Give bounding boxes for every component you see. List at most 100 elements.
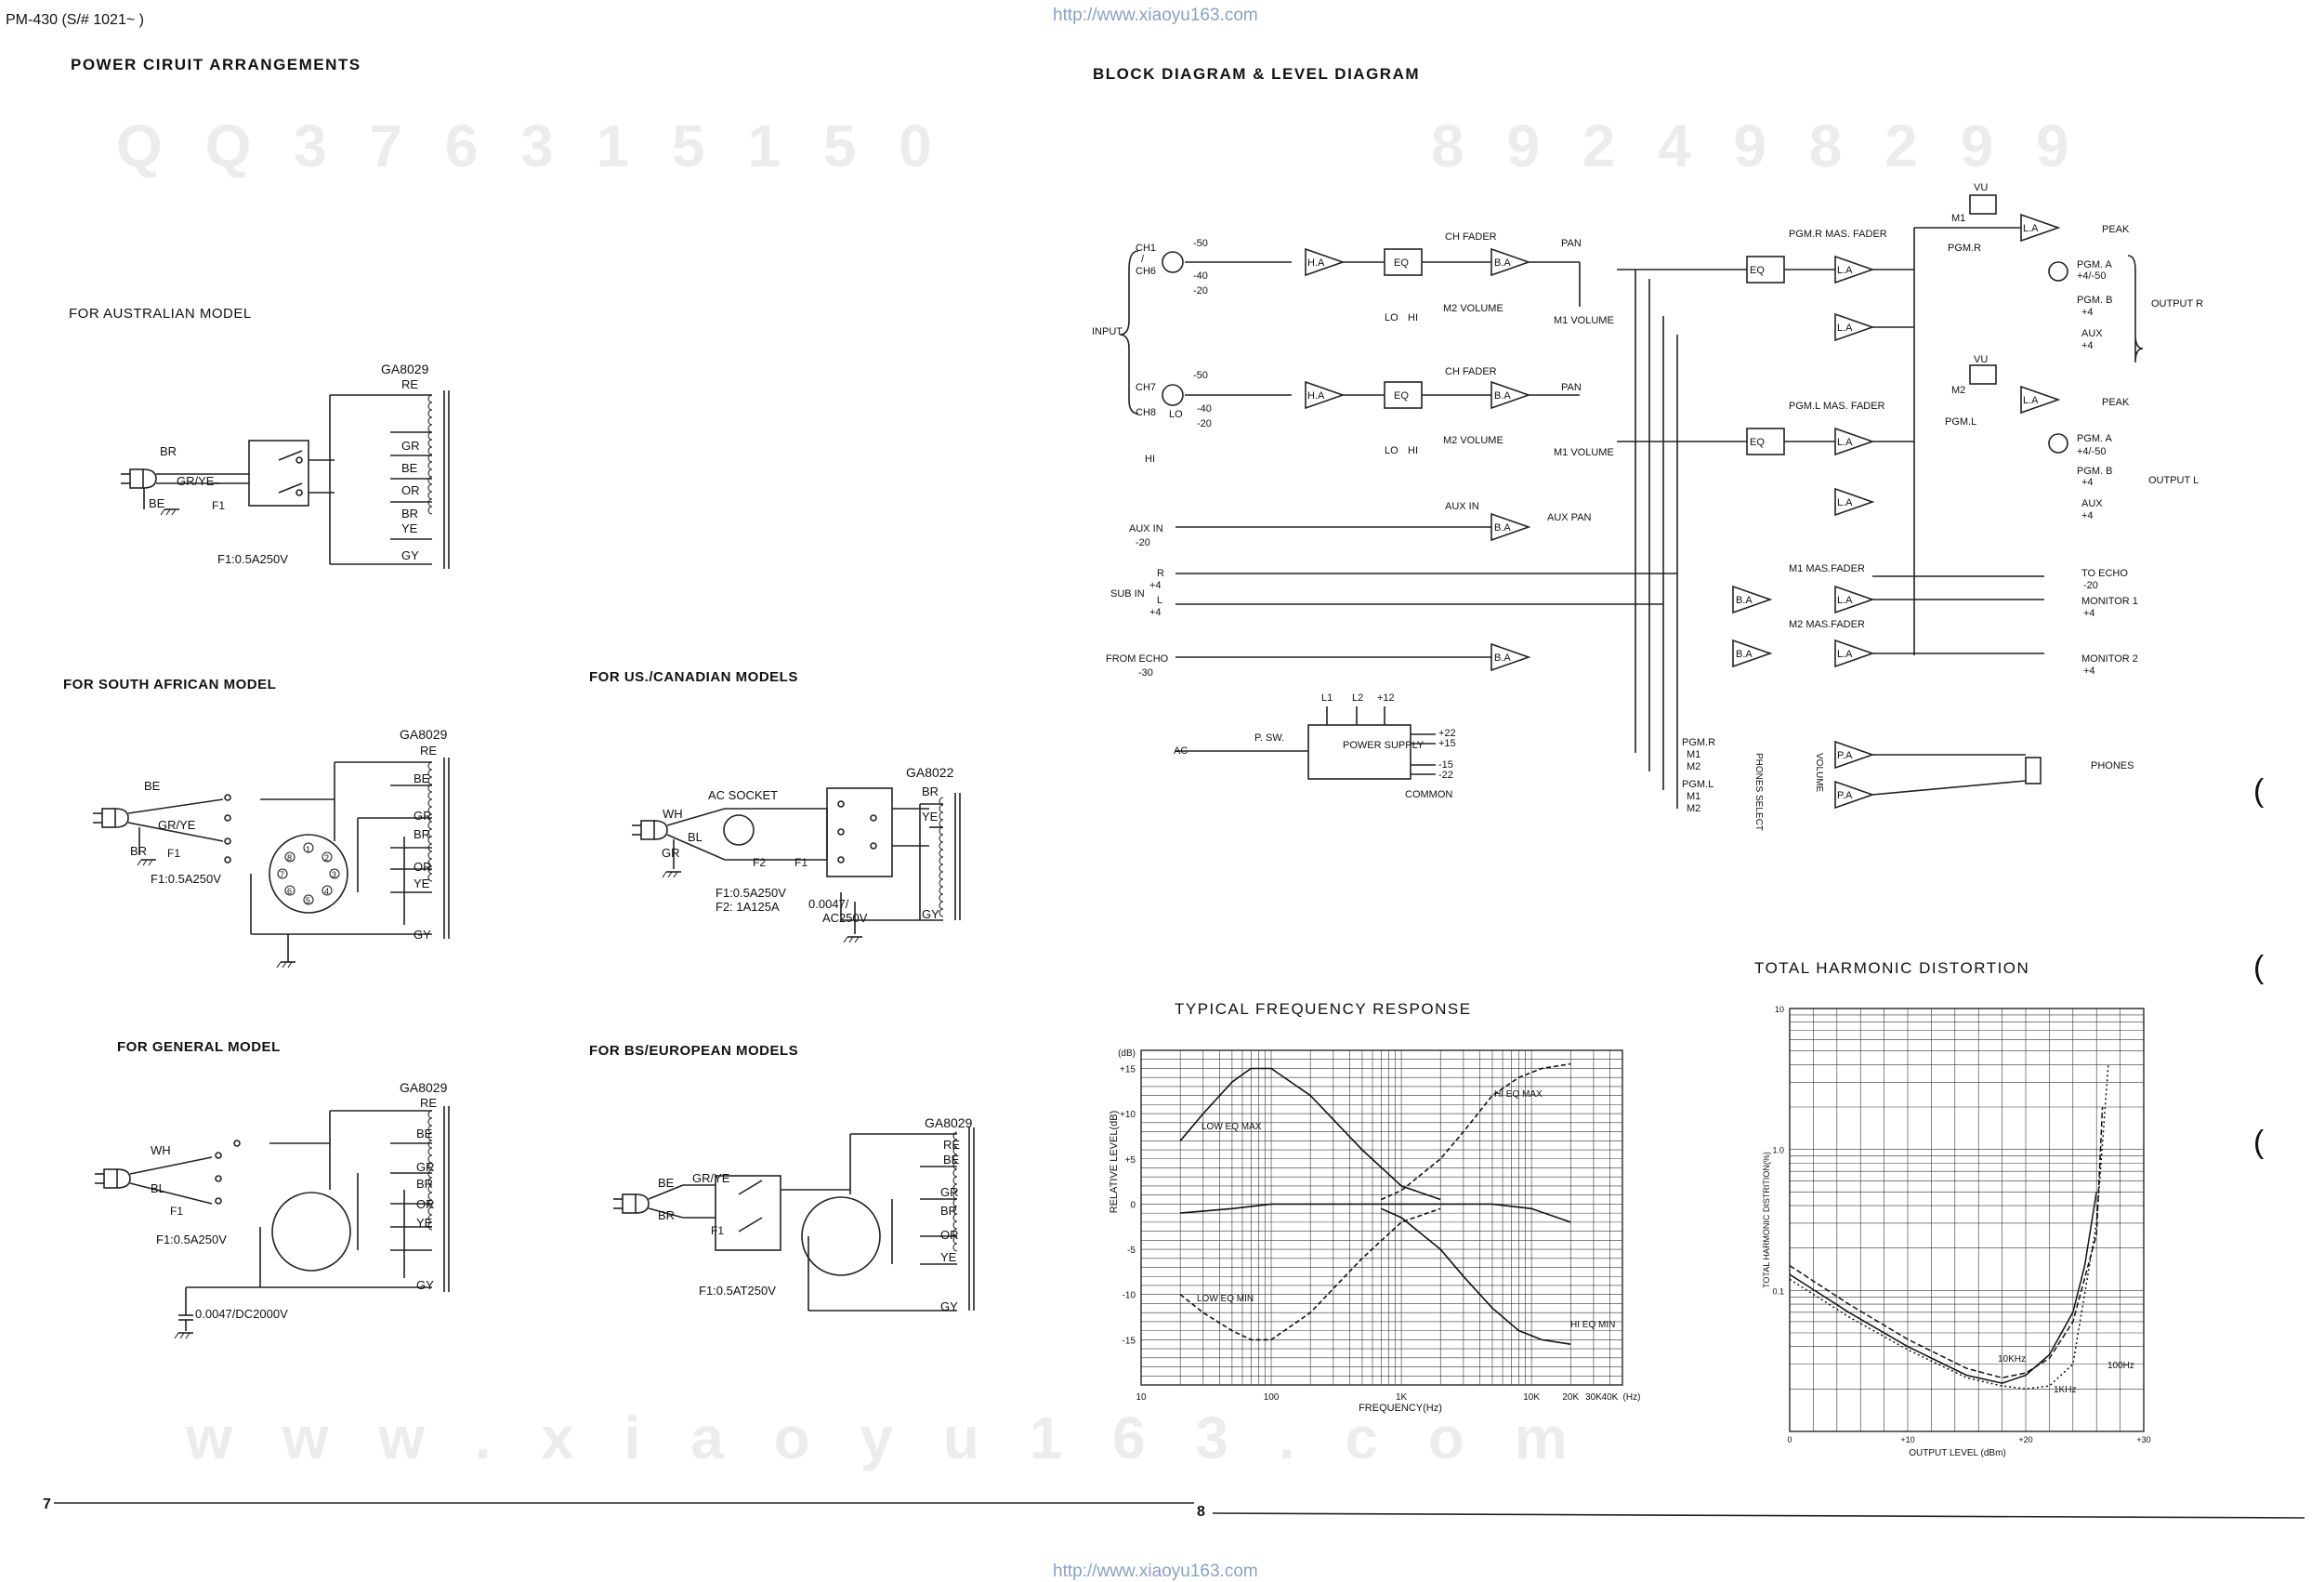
- monitor2-lvl: +4: [2083, 666, 2095, 677]
- bs-tap-br: BR: [940, 1204, 957, 1218]
- la-r2: L.A: [1837, 323, 1853, 334]
- sa-tap-ye: YE: [414, 877, 430, 890]
- to-echo-label: TO ECHO: [2081, 568, 2128, 579]
- thd-title: TOTAL HARMONIC DISTORTION: [1754, 959, 2030, 977]
- aus-fuse-label: F1: [212, 499, 225, 512]
- ba-2: B.A: [1494, 390, 1511, 402]
- phones-pgm-l: PGM.L: [1682, 779, 1713, 790]
- margin-paren-2: (: [2253, 950, 2265, 985]
- ac-label: AC: [1174, 745, 1188, 757]
- ch6-label: CH6: [1136, 266, 1156, 277]
- phones-label: PHONES: [2091, 760, 2134, 771]
- aux-l: AUX: [2081, 498, 2103, 509]
- m1-volume-2: M1 VOLUME: [1554, 447, 1614, 458]
- sub-in-r: R: [1157, 568, 1164, 579]
- footer-rule-right: [1212, 1512, 2305, 1519]
- la-m2: L.A: [1837, 649, 1853, 660]
- aus-tap-gy: GY: [401, 548, 419, 562]
- vu-r: VU: [1974, 182, 1988, 193]
- lo-hi-2: LO: [1385, 445, 1398, 456]
- us-fuse-f2: F2: [753, 856, 766, 869]
- ch-separator: /: [1141, 254, 1145, 265]
- sa-wire-be: BE: [144, 779, 161, 793]
- heading-australian: FOR AUSTRALIAN MODEL: [69, 306, 252, 322]
- m1-volume-1: M1 VOLUME: [1554, 315, 1614, 326]
- plus12-label: +12: [1377, 692, 1395, 704]
- pan-2: PAN: [1561, 382, 1582, 393]
- page-number-left: 7: [43, 1496, 51, 1512]
- us-transformer-label: GA8022: [906, 765, 954, 780]
- volume-label: VOLUME: [1814, 753, 1824, 793]
- us-capacitor-voltage: AC250V: [822, 911, 868, 925]
- thd-series-line: [1789, 1064, 2109, 1391]
- fr-x-tick-label: 20K: [1562, 1392, 1579, 1403]
- ba-aux: B.A: [1494, 522, 1511, 534]
- la-r1: L.A: [1837, 265, 1853, 276]
- sa-pin-5: 5: [306, 896, 310, 905]
- heading-bs-european: FOR BS/EUROPEAN MODELS: [589, 1043, 799, 1059]
- power-supply-label: POWER SUPPLY: [1343, 740, 1425, 751]
- fr-plot-frame: [1140, 1049, 1623, 1386]
- sub-in-r-lvl: +4: [1149, 580, 1162, 591]
- pa-1: P.A: [1837, 750, 1853, 761]
- monitor2-label: MONITOR 2: [2081, 653, 2138, 665]
- us-fuse-f1: F1: [794, 856, 807, 869]
- pgm-l-fader: PGM.L MAS. FADER: [1789, 401, 1885, 412]
- plus15-label: +15: [1438, 738, 1456, 749]
- us-wire-bl: BL: [688, 830, 702, 844]
- watermark-qq-right: 8 9 2 4 9 8 2 9 9: [1431, 112, 2082, 179]
- ha-2: H.A: [1307, 390, 1325, 402]
- pa-2: P.A: [1837, 790, 1853, 801]
- ch8-label: CH8: [1136, 407, 1156, 418]
- aus-transformer-label: GA8029: [381, 362, 429, 376]
- lvl-m50-2: -50: [1193, 370, 1208, 381]
- bs-fuse-label: F1: [711, 1224, 724, 1237]
- bs-tap-gy: GY: [940, 1299, 958, 1313]
- lvl-m40-1: -40: [1193, 270, 1208, 282]
- lvl-m20-1: -20: [1193, 285, 1208, 297]
- sa-pin-1: 1: [306, 845, 310, 854]
- bottom-url-link[interactable]: http://www.xiaoyu163.com: [1053, 1562, 1258, 1581]
- thd-y-tick-label: 1.0: [1772, 1146, 1784, 1155]
- la-l2: L.A: [1837, 497, 1853, 508]
- south-african-schematic: [92, 758, 450, 969]
- sa-fuse-rating: F1:0.5A250V: [151, 872, 221, 886]
- hi-1: HI: [1408, 312, 1418, 323]
- fr-y-tick-label: -5: [1127, 1246, 1136, 1256]
- fr-y-tick-label: -15: [1123, 1336, 1136, 1346]
- bs-transformer-label: GA8029: [925, 1115, 973, 1130]
- aux-in-lvl: -20: [1136, 537, 1150, 548]
- gen-wire-bl: BL: [151, 1181, 165, 1195]
- pgm-b-lvl-l: +4: [2081, 477, 2094, 488]
- fr-x-tick-label: (Hz): [1623, 1392, 1641, 1403]
- general-schematic: [94, 1106, 450, 1339]
- sa-pin-8: 8: [287, 853, 292, 863]
- thd-series-line: [1789, 1192, 2097, 1384]
- lvl-m20-2: -20: [1197, 418, 1212, 429]
- gen-capacitor-label: 0.0047/DC2000V: [195, 1307, 288, 1321]
- gen-tap-gr: GR: [416, 1160, 435, 1174]
- us-fuse-rating-2: F2: 1A125A: [716, 900, 780, 914]
- sa-fuse-label: F1: [167, 847, 180, 860]
- us-wire-gr: GR: [662, 846, 680, 860]
- australian-schematic: [120, 390, 450, 569]
- bs-tap-ye: YE: [940, 1250, 957, 1264]
- sa-pin-4: 4: [324, 887, 329, 896]
- m2-vu-label: M2: [1951, 385, 1965, 396]
- ba-m1: B.A: [1736, 595, 1753, 606]
- sa-wire-br: BR: [130, 844, 147, 858]
- thd-x-axis-label: OUTPUT LEVEL (dBm): [1909, 1448, 2005, 1458]
- eq-master-r: EQ: [1750, 265, 1765, 276]
- output-r-label: OUTPUT R: [2151, 298, 2203, 310]
- fr-x-tick-label: 100: [1264, 1392, 1280, 1403]
- fr-y-axis-label: RELATIVE LEVEL(dB): [1109, 1111, 1120, 1213]
- thd-x-tick-label: +10: [1900, 1435, 1914, 1444]
- top-url-link[interactable]: http://www.xiaoyu163.com: [1053, 6, 1258, 25]
- fr-series-label: LOW EQ MAX: [1201, 1122, 1262, 1132]
- aux-lvl-r: +4: [2081, 340, 2094, 351]
- ch1-label: CH1: [1136, 243, 1156, 254]
- margin-paren-3: (: [2253, 1125, 2265, 1160]
- watermark-www: w w w . x i a o y u 1 6 3 . c o m: [186, 1404, 1584, 1471]
- watermark-qq-left: Q Q 3 7 6 3 1 5 1 5 0: [116, 112, 945, 179]
